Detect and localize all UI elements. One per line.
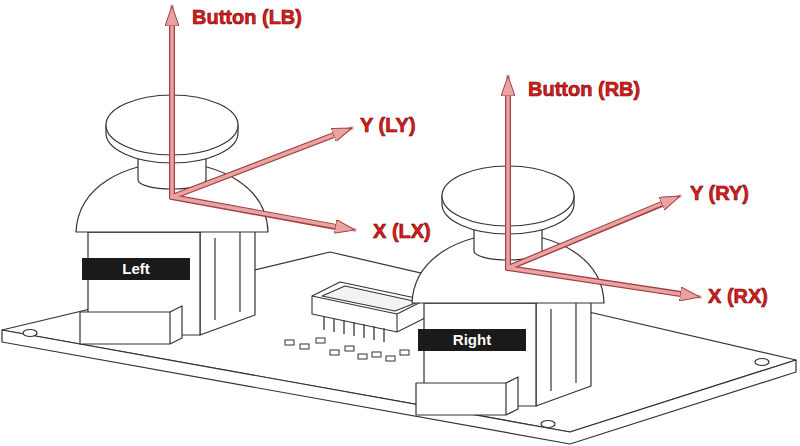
circuit-board-part: [23, 330, 37, 337]
left-joystick-part: [169, 312, 170, 344]
axis-arrows-part: [172, 22, 681, 294]
smd-components-part: [345, 346, 354, 351]
axis-label: Y (RY): [690, 182, 749, 205]
smd-components-part: [386, 356, 395, 361]
label-band: Right: [418, 329, 526, 351]
axis-arrows-part-part: [170, 6, 174, 197]
right-joystick-part: [550, 309, 551, 391]
right-joystick-part: [505, 383, 506, 415]
connector-part: [322, 286, 418, 311]
left-joystick-part: [80, 306, 182, 344]
right-joystick-part: [536, 286, 591, 406]
connector-part-part: [323, 316, 324, 330]
smd-components-part: [285, 340, 294, 345]
smd-components-part: [300, 344, 309, 349]
axis-label: Button (RB): [528, 78, 640, 101]
connector-part-part: [333, 318, 334, 332]
connector-part-part: [363, 324, 364, 338]
connector-part-part: [373, 326, 374, 340]
label-band: Left: [82, 258, 190, 280]
right-joystick-part: [416, 377, 518, 415]
connector-part: [312, 282, 425, 332]
axis-label: Button (LB): [192, 6, 302, 29]
connector-part-part: [343, 320, 344, 334]
axis-arrows-part-part: [508, 268, 700, 297]
band-label: Left: [122, 260, 150, 278]
smd-components-part: [330, 350, 339, 355]
circuit-board-part: [541, 421, 555, 428]
circuit-board-part: [2, 330, 796, 444]
band-label: Right: [453, 331, 491, 349]
axis-arrows: [172, 6, 700, 297]
axis-arrows-part-part: [172, 197, 355, 230]
connector-part-part: [383, 328, 384, 342]
left-joystick-part: [200, 215, 255, 335]
axis-label: Y (LY): [360, 114, 416, 137]
axis-arrows-part-part: [508, 196, 680, 268]
axis-arrows-part: [172, 6, 700, 297]
axis-arrows-part-part: [172, 128, 352, 197]
left-joystick-part: [214, 238, 215, 320]
axis-arrows-part-part: [506, 76, 510, 268]
left-joystick-part: [239, 230, 240, 312]
circuit-board-part: [755, 359, 769, 366]
smd-components-part: [400, 350, 409, 355]
smd-components-part: [316, 338, 325, 343]
connector-part-part: [353, 322, 354, 336]
smd-components: [285, 338, 409, 361]
connector-part: [396, 314, 397, 332]
connector-part: [324, 316, 384, 342]
right-joystick-part: [575, 301, 576, 383]
axis-label: X (LX): [373, 220, 431, 243]
axis-label: X (RX): [708, 285, 768, 308]
smd-components-part: [358, 354, 367, 359]
smd-components-part: [372, 352, 381, 357]
connector: [312, 282, 425, 342]
